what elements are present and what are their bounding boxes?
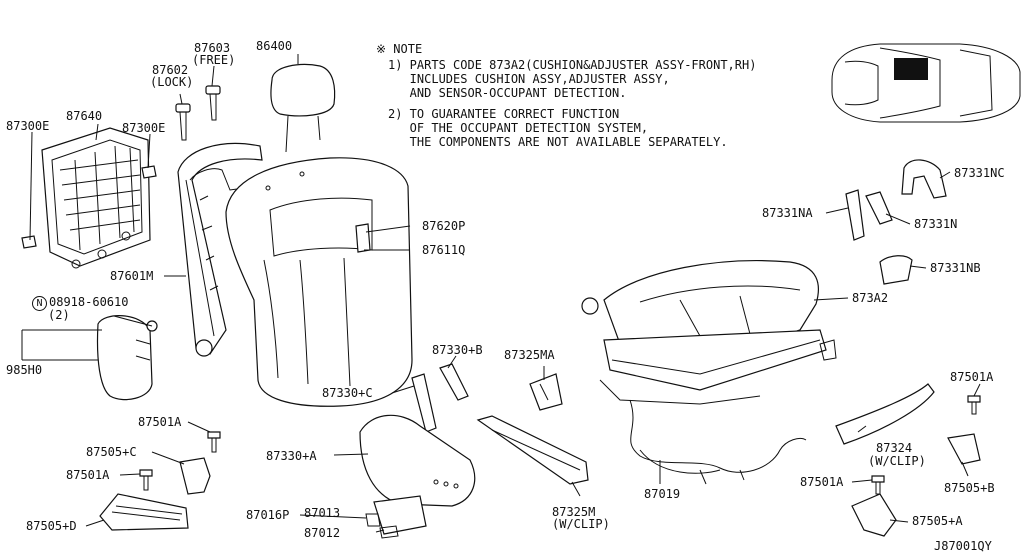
diagram-code: J87001QY: [934, 539, 992, 553]
label-87640: 87640: [66, 109, 103, 123]
label-wclip-1: (W/CLIP): [552, 517, 610, 531]
seat-back-frame-87601m: [177, 142, 263, 357]
label-87620p: 87620P: [422, 219, 466, 233]
finisher-87330c: [411, 373, 437, 433]
label-87330a: 87330+A: [266, 449, 317, 463]
note-line-4: 2) TO GUARANTEE CORRECT FUNCTION: [388, 107, 620, 121]
car-location-illustration: [831, 43, 1021, 123]
label-87603: 87603: [194, 41, 231, 55]
headrest-guide-free-87603: [205, 85, 221, 121]
label-87505a: 87505+A: [912, 514, 963, 528]
leader-lines: [21, 54, 981, 533]
finisher-87325m: [476, 415, 589, 485]
label-87501a-1: 87501A: [138, 415, 182, 429]
bracket-87325ma: [529, 373, 563, 411]
label-87331nb: 87331NB: [930, 261, 981, 275]
label-87330c: 87330+C: [322, 386, 373, 400]
label-87325m: 87325M: [552, 505, 596, 519]
label-87013: 87013: [304, 506, 341, 520]
label-87325ma: 87325MA: [504, 348, 555, 362]
note-heading: ※ NOTE: [376, 42, 423, 56]
label-87016p: 87016P: [246, 508, 290, 522]
label-87300e-right: 87300E: [122, 121, 166, 135]
cover-87331n: [865, 191, 893, 225]
cover-87331nc: [901, 159, 947, 199]
bolt-87501a-left-1: [207, 431, 221, 453]
label-wclip-2: (W/CLIP): [868, 454, 926, 468]
bracket-87505c: [179, 457, 211, 495]
label-87019: 87019: [644, 487, 681, 501]
label-87324: 87324: [876, 441, 913, 455]
back-board-87640: [41, 127, 151, 269]
headrest-86400: [270, 63, 336, 153]
bolt-87501a-right-1: [967, 395, 981, 415]
bolt-part-code: 08918-60610: [49, 295, 129, 309]
finisher-87324: [835, 383, 935, 445]
label-87501a-2: 87501A: [66, 468, 110, 482]
note-line-3: AND SENSOR-OCCUPANT DETECTION.: [388, 86, 627, 100]
label-bolt-qty: (2): [48, 308, 70, 322]
label-87601m: 87601M: [110, 269, 154, 283]
note-line-1: 1) PARTS CODE 873A2(CUSHION&ADJUSTER ASS…: [388, 58, 757, 72]
label-lock: (LOCK): [150, 75, 194, 89]
switch-87016p: [365, 495, 427, 539]
label-87501a-3: 87501A: [950, 370, 994, 384]
label-87331na: 87331NA: [762, 206, 813, 220]
wire-harness-87019: [629, 399, 807, 485]
seat-back-trim-87620p: [225, 157, 413, 407]
cushion-adjuster-assy-873a2: [581, 260, 837, 405]
note-line-5: OF THE OCCUPANT DETECTION SYSTEM,: [388, 121, 649, 135]
label-87300e-left: 87300E: [6, 119, 50, 133]
clip-87300e-right: [141, 165, 157, 179]
label-87505d: 87505+D: [26, 519, 77, 533]
label-87611q: 87611Q: [422, 243, 466, 257]
label-86400: 86400: [256, 39, 293, 53]
side-airbag-985h0: [96, 315, 158, 401]
label-87330b: 87330+B: [432, 343, 483, 357]
cover-87331nb: [879, 255, 913, 285]
headrest-guide-lock-87602: [175, 103, 191, 141]
label-87505c: 87505+C: [86, 445, 137, 459]
label-87331n: 87331N: [914, 217, 958, 231]
bracket-87505a: [851, 493, 897, 537]
note-line-6: THE COMPONENTS ARE NOT AVAILABLE SEPARAT…: [388, 135, 728, 149]
label-87501a-4: 87501A: [800, 475, 844, 489]
bolt-87501a-left-2: [139, 469, 153, 491]
bolt-87501a-right-2: [871, 475, 885, 495]
seat-location-marker: [894, 58, 928, 80]
clip-87300e-left: [21, 235, 37, 249]
label-free: (FREE): [192, 53, 236, 67]
finisher-87330a: [359, 414, 476, 507]
cover-87505d: [99, 493, 189, 531]
label-87602: 87602: [152, 63, 189, 77]
bolt-circle-symbol: N: [32, 296, 47, 311]
finisher-87330b: [439, 363, 469, 401]
label-87505b: 87505+B: [944, 481, 995, 495]
note-line-2: INCLUDES CUSHION ASSY,ADJUSTER ASSY,: [388, 72, 670, 86]
label-87331nc: 87331NC: [954, 166, 1005, 180]
label-873a2: 873A2: [852, 291, 889, 305]
bracket-87505b: [947, 433, 981, 465]
cover-87331na: [845, 189, 865, 241]
label-87012: 87012: [304, 526, 341, 540]
label-985h0: 985H0: [6, 363, 43, 377]
